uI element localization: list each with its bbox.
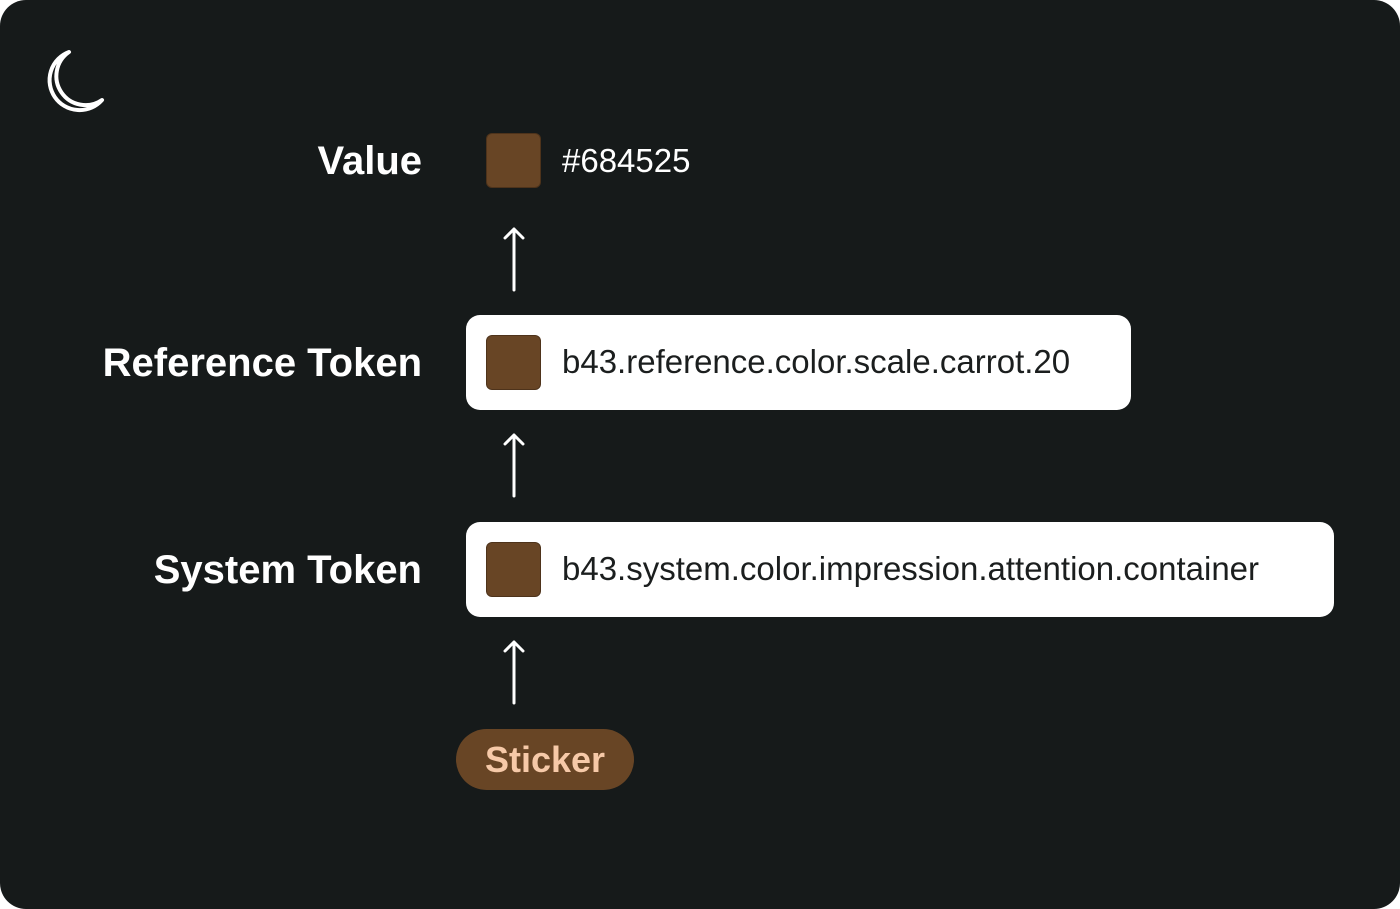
sticker-chip: Sticker <box>456 729 634 790</box>
system-token-label: System Token <box>153 548 422 592</box>
value-hex: #684525 <box>562 142 691 179</box>
moon-icon <box>47 50 104 113</box>
system-token-name: b43.system.color.impression.attention.co… <box>562 550 1260 587</box>
sticker-label: Sticker <box>484 738 606 780</box>
system-token-box: b43.system.color.impression.attention.co… <box>466 522 1334 617</box>
reference-token-label: Reference Token <box>102 341 422 385</box>
value-color-swatch <box>486 133 541 188</box>
reference-token-box: b43.reference.color.scale.carrot.20 <box>466 315 1131 410</box>
value-label: Value <box>317 139 422 183</box>
up-arrow-icon <box>503 227 525 292</box>
system-color-swatch <box>486 542 541 597</box>
up-arrow-icon <box>503 433 525 498</box>
up-arrow-icon <box>503 640 525 705</box>
reference-color-swatch <box>486 335 541 390</box>
reference-token-name: b43.reference.color.scale.carrot.20 <box>562 343 1071 380</box>
